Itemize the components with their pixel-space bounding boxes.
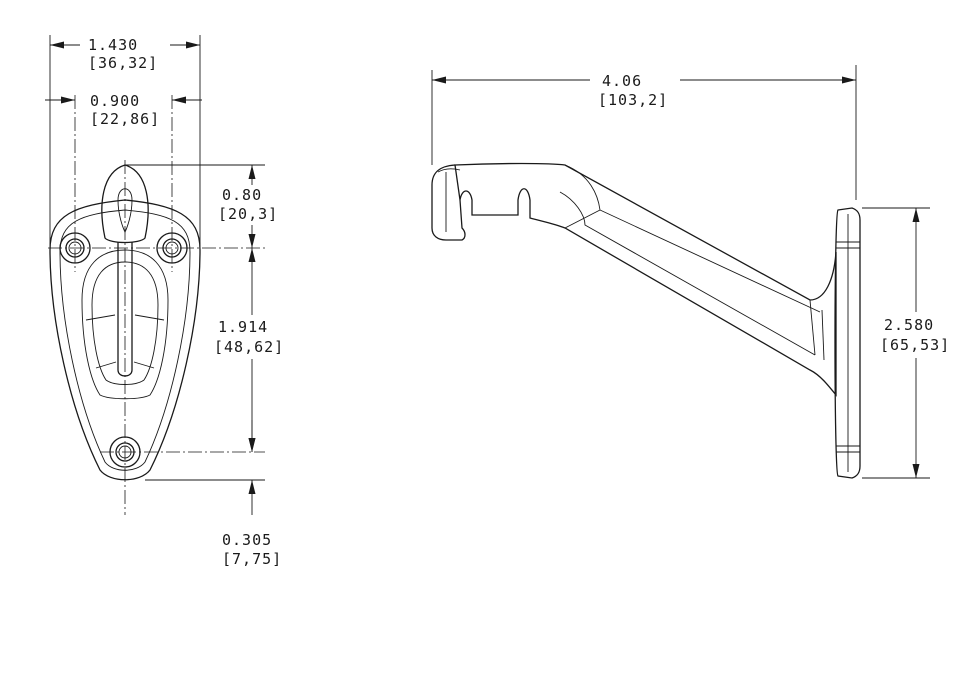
dim-plate-height-metric: [65,53] <box>880 336 950 354</box>
recess-facet-3 <box>95 361 117 369</box>
dim-projection: 4.06 [103,2] <box>432 72 856 109</box>
side-wall-plate <box>834 207 861 479</box>
recess-facet-2 <box>134 314 165 321</box>
front-hook-tab <box>101 164 149 244</box>
dim-hook-height-metric: [20,3] <box>218 205 278 223</box>
dim-hook-height-value: 0.80 <box>222 186 262 204</box>
dim-bottom-offset-metric: [7,75] <box>222 550 282 568</box>
side-arm <box>454 162 837 397</box>
dim-hole-spacing-metric: [22,86] <box>90 110 160 128</box>
side-hook-end <box>431 164 466 241</box>
front-view: 1.430 [36,32] 0.900 [22,86] 0.80 [20,3] <box>45 35 292 568</box>
arm-transition-2 <box>821 309 825 361</box>
dim-hole-spacing-value: 0.900 <box>90 92 140 110</box>
dim-hole-spacing: 0.900 [22,86] <box>45 92 202 128</box>
arm-facet-upper <box>564 164 821 313</box>
dim-bottom-offset-value: 0.305 <box>222 531 272 549</box>
dim-hole-centers-value: 1.914 <box>218 318 268 336</box>
dim-plate-height-value: 2.580 <box>884 316 934 334</box>
arm-transition-1 <box>809 299 816 356</box>
dim-projection-value: 4.06 <box>602 72 642 90</box>
side-view: 4.06 [103,2] 2.580 [65,53] <box>431 65 956 479</box>
dim-overall-width-value: 1.430 <box>88 36 138 54</box>
hook-end-curve <box>437 168 461 173</box>
arm-facet-mid <box>564 209 601 229</box>
dim-plate-height: 2.580 [65,53] <box>878 208 956 478</box>
dim-hole-centers-metric: [48,62] <box>214 338 284 356</box>
dim-hook-height: 0.80 [20,3] <box>215 165 283 248</box>
recess-facet-4 <box>133 361 155 369</box>
dim-bottom-offset: 0.305 [7,75] <box>222 420 282 568</box>
front-recess <box>81 249 169 400</box>
arm-facet-lower <box>559 191 816 356</box>
recess-facet-1 <box>85 314 116 321</box>
dim-overall-width-metric: [36,32] <box>88 54 158 72</box>
dim-overall-width: 1.430 [36,32] <box>50 36 200 72</box>
dim-projection-metric: [103,2] <box>598 91 668 109</box>
